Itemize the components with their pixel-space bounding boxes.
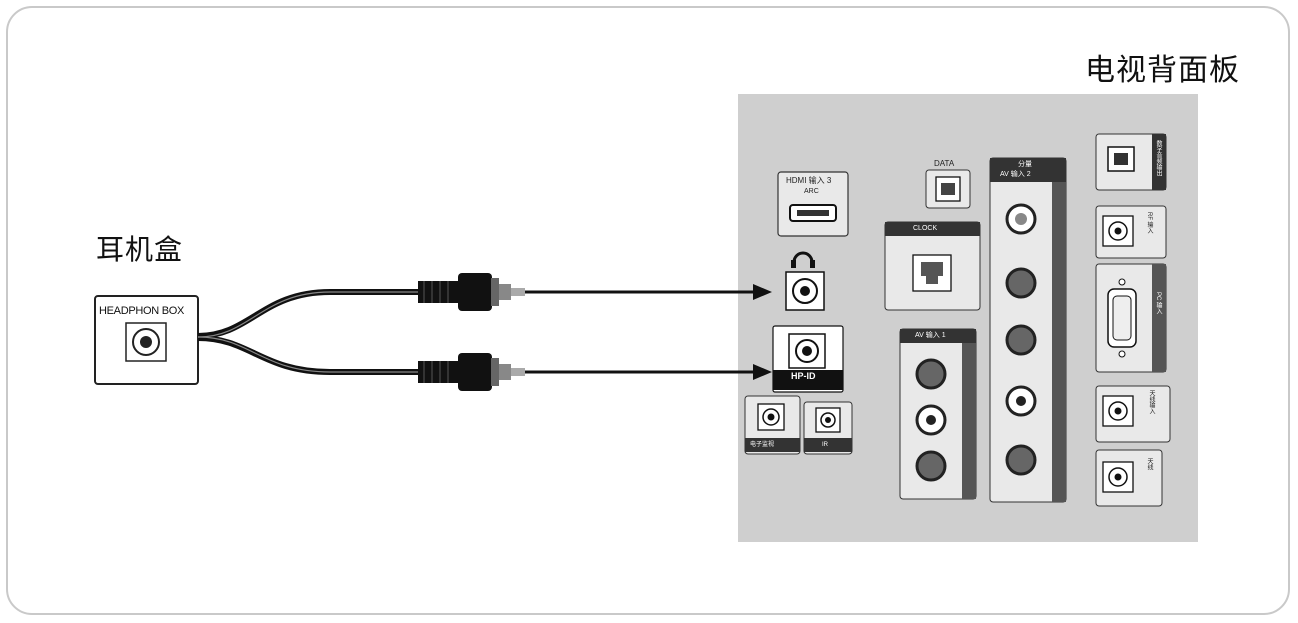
- antenna-label: 天线: [1146, 458, 1152, 470]
- arrow-upper-head: [753, 284, 772, 300]
- hdmi3-sub-label: ARC: [804, 188, 819, 195]
- antenna-input-label: 天线输入: [1148, 390, 1154, 414]
- plug-lower: [418, 353, 525, 391]
- av1-label: AV 输入 1: [915, 332, 946, 339]
- hp-id-jack: [772, 325, 844, 393]
- data-label: DATA: [934, 159, 955, 168]
- rf-label: RF 输入: [1146, 212, 1152, 234]
- headphone-icon: [791, 251, 815, 268]
- headphone-jack: [785, 271, 825, 311]
- headphone-box-title: 耳机盒: [96, 233, 184, 266]
- hdmi3-label: HDMI 输入 3: [786, 176, 832, 185]
- panel-title: 电视背面板: [1085, 53, 1240, 88]
- cable-lower-highlight: [197, 336, 418, 373]
- headphone-box-label: HEADPHON BOX: [99, 305, 185, 317]
- arrow-lower-head: [753, 364, 772, 380]
- clock-port: [884, 221, 981, 311]
- data-port: [925, 169, 971, 209]
- optical-label: 数字音频输出: [1155, 140, 1161, 176]
- hp-id-label: HP-ID: [791, 371, 816, 381]
- small-jacks: [744, 395, 853, 455]
- plug-upper: [418, 273, 525, 311]
- cable-upper-highlight: [197, 291, 418, 338]
- small-left-label: 电子监视: [750, 442, 775, 448]
- diagram-frame: [6, 6, 1290, 615]
- antenna-input-port: [1095, 385, 1171, 443]
- optical-port: [1095, 133, 1167, 191]
- av1-group: [899, 328, 977, 500]
- component-sub-label: AV 输入 2: [1000, 171, 1031, 178]
- pc-port: [1095, 263, 1167, 373]
- component-group: [989, 157, 1067, 503]
- component-label: 分量: [1018, 161, 1032, 168]
- antenna-port: [1095, 449, 1163, 507]
- headphone-box-jack-hole: [140, 336, 152, 348]
- rf-port: [1095, 205, 1167, 259]
- clock-label: CLOCK: [913, 225, 938, 232]
- pc-label: PC 输入: [1155, 292, 1161, 315]
- small-right-label: IR: [822, 442, 828, 448]
- hdmi-port: [777, 171, 849, 237]
